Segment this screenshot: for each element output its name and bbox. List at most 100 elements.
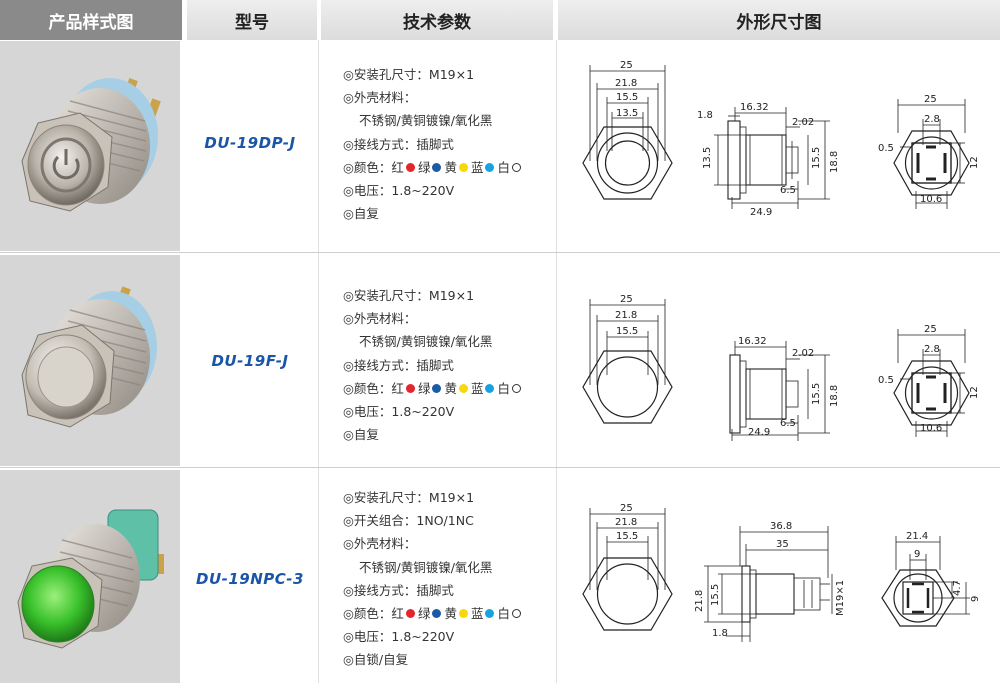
dim-label: 15.5 bbox=[616, 92, 638, 103]
param-line: ◎接线方式：插脚式 bbox=[343, 357, 454, 373]
dim-label: 6.5 bbox=[780, 185, 796, 196]
dim-label: 12 bbox=[969, 156, 980, 169]
dim-label: 36.8 bbox=[770, 521, 792, 532]
front-view: 25 21.8 15.5 13.5 bbox=[582, 60, 673, 200]
params-du-19npc-3: ◎安装孔尺寸：M19×1 ◎开关组合：1NO/1NC ◎外壳材料： 不锈钢/黄铜… bbox=[343, 486, 524, 672]
dim-label: 6.5 bbox=[780, 418, 796, 429]
blue-dot-icon bbox=[485, 609, 495, 619]
dim-label: 16.32 bbox=[740, 102, 769, 113]
param-line: ◎安装孔尺寸：M19×1 bbox=[343, 490, 475, 505]
dim-label: 25 bbox=[620, 503, 633, 514]
white-dot-icon bbox=[512, 609, 521, 619]
dim-label: 13.5 bbox=[616, 108, 638, 119]
dim-label: 4.7 bbox=[952, 580, 963, 596]
dim-label: 24.9 bbox=[750, 207, 772, 218]
dim-label: 10.6 bbox=[920, 194, 942, 205]
param-line: ◎自复 bbox=[343, 206, 379, 222]
param-line: ◎接线方式：插脚式 bbox=[343, 136, 454, 152]
dim-label: 18.8 bbox=[829, 385, 840, 407]
header-params: 技术参数 bbox=[321, 0, 553, 40]
dimension-drawing-du-19dp-j: 25 21.8 15.5 13.5 1.8 16.32 2.02 13.5 1 bbox=[560, 41, 1000, 251]
blue-dot-icon bbox=[485, 384, 495, 394]
param-colors: ◎颜色：红绿黄蓝白 bbox=[343, 377, 524, 400]
model-du-19f-j: DU-19F-J bbox=[211, 352, 289, 370]
param-line: ◎自复 bbox=[343, 427, 379, 443]
product-photo-du-19dp-j bbox=[0, 41, 180, 251]
dim-label: 2.8 bbox=[924, 344, 940, 355]
dim-label: 1.8 bbox=[697, 110, 713, 121]
dim-label: 18.8 bbox=[829, 151, 840, 173]
side-view: 1.8 16.32 2.02 13.5 15.5 18.8 6.5 24.9 bbox=[697, 102, 840, 218]
param-line: ◎外壳材料： bbox=[343, 90, 417, 106]
param-line: ◎安装孔尺寸：M19×1 bbox=[343, 67, 475, 82]
green-dot-icon bbox=[432, 609, 442, 619]
param-line: ◎外壳材料： bbox=[343, 311, 417, 327]
dim-label: 2.02 bbox=[792, 117, 814, 128]
param-line: 不锈钢/黄铜镀镍/氧化黑 bbox=[359, 559, 493, 575]
params-du-19dp-j: ◎安装孔尺寸：M19×1 ◎外壳材料： 不锈钢/黄铜镀镍/氧化黑 ◎接线方式：插… bbox=[343, 63, 524, 225]
header-dimensions: 外形尺寸图 bbox=[558, 0, 1000, 40]
yellow-dot-icon bbox=[458, 163, 468, 173]
model-du-19npc-3: DU-19NPC-3 bbox=[196, 570, 304, 588]
red-dot-icon bbox=[405, 163, 415, 173]
dim-label: 15.5 bbox=[616, 326, 638, 337]
dim-label: 21.8 bbox=[615, 310, 637, 321]
dim-label: 35 bbox=[776, 539, 789, 550]
back-view: 25 2.8 0.5 12 10.6 bbox=[878, 324, 980, 437]
header-model: 型号 bbox=[187, 0, 317, 40]
param-colors: ◎颜色：红绿黄蓝白 bbox=[343, 156, 524, 179]
dim-label: 24.9 bbox=[748, 427, 770, 438]
dim-label: 16.32 bbox=[738, 336, 767, 347]
dim-label: 1.8 bbox=[712, 628, 728, 639]
side-view: 36.8 35 21.8 15.5 M19×1 1.8 bbox=[694, 521, 846, 642]
front-view: 25 21.8 15.5 bbox=[582, 503, 673, 631]
green-dot-icon bbox=[432, 384, 442, 394]
dim-label: 21.8 bbox=[615, 517, 637, 528]
param-line: ◎电压：1.8~220V bbox=[343, 182, 455, 198]
param-line: ◎安装孔尺寸：M19×1 bbox=[343, 288, 475, 303]
dim-label: 9 bbox=[914, 549, 920, 560]
param-line: 不锈钢/黄铜镀镍/氧化黑 bbox=[359, 113, 493, 129]
dim-label: 12 bbox=[969, 386, 980, 399]
header-photo: 产品样式图 bbox=[0, 0, 182, 40]
param-line: ◎自锁/自复 bbox=[343, 652, 409, 668]
white-dot-icon bbox=[512, 384, 521, 394]
params-du-19f-j: ◎安装孔尺寸：M19×1 ◎外壳材料： 不锈钢/黄铜镀镍/氧化黑 ◎接线方式：插… bbox=[343, 284, 524, 446]
dim-label: 21.8 bbox=[694, 590, 705, 612]
product-photo-du-19npc-3 bbox=[0, 470, 180, 683]
dim-label: 15.5 bbox=[811, 383, 822, 405]
dimension-drawing-du-19f-j: 25 21.8 15.5 16.32 2.02 15.5 18.8 6.5 24… bbox=[560, 255, 1000, 466]
white-dot-icon bbox=[512, 163, 521, 173]
model-du-19dp-j: DU-19DP-J bbox=[204, 134, 296, 152]
yellow-dot-icon bbox=[458, 609, 468, 619]
product-photo-du-19f-j bbox=[0, 255, 180, 466]
side-view: 16.32 2.02 15.5 18.8 6.5 24.9 bbox=[729, 336, 840, 441]
param-line: ◎开关组合：1NO/1NC bbox=[343, 513, 474, 529]
dim-label: 2.8 bbox=[924, 114, 940, 125]
param-line: ◎电压：1.8~220V bbox=[343, 629, 455, 645]
dimension-drawing-du-19npc-3: 25 21.8 15.5 36.8 35 21.8 15.5 M19×1 1.8 bbox=[560, 470, 1000, 683]
dim-label: 15.5 bbox=[710, 584, 721, 606]
param-line: ◎接线方式：插脚式 bbox=[343, 582, 454, 598]
param-line: ◎电压：1.8~220V bbox=[343, 403, 455, 419]
dim-label: 25 bbox=[924, 324, 937, 335]
red-dot-icon bbox=[405, 384, 415, 394]
back-view: 25 2.8 0.5 12 10.6 bbox=[878, 94, 980, 209]
dim-label: 0.5 bbox=[878, 143, 894, 154]
red-dot-icon bbox=[405, 609, 415, 619]
dim-label: 15.5 bbox=[616, 531, 638, 542]
dim-label: M19×1 bbox=[835, 580, 846, 616]
dim-label: 9 bbox=[970, 596, 981, 602]
back-view: 21.4 9 4.7 9 bbox=[881, 531, 981, 627]
dim-label: 21.8 bbox=[615, 78, 637, 89]
dim-label: 2.02 bbox=[792, 348, 814, 359]
param-colors: ◎颜色：红绿黄蓝白 bbox=[343, 602, 524, 625]
dim-label: 25 bbox=[620, 294, 633, 305]
dim-label: 25 bbox=[620, 60, 633, 71]
dim-label: 0.5 bbox=[878, 375, 894, 386]
yellow-dot-icon bbox=[458, 384, 468, 394]
dim-label: 21.4 bbox=[906, 531, 928, 542]
blue-dot-icon bbox=[485, 163, 495, 173]
dim-label: 25 bbox=[924, 94, 937, 105]
front-view: 25 21.8 15.5 bbox=[582, 294, 673, 424]
